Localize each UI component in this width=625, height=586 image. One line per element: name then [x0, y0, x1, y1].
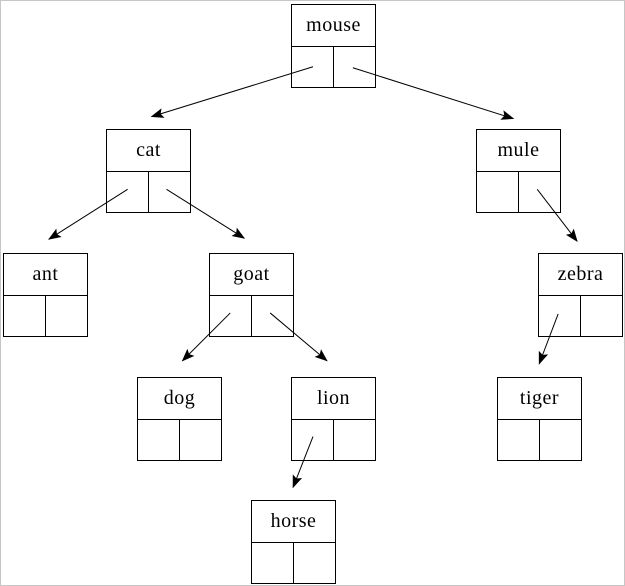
right-pointer-cell — [334, 47, 375, 87]
pointer-row — [107, 172, 190, 212]
tree-node-goat: goat — [209, 253, 294, 337]
tree-node-mule: mule — [476, 129, 561, 213]
node-label-tiger: tiger — [498, 378, 581, 420]
right-pointer-cell — [180, 420, 221, 460]
node-label-zebra: zebra — [539, 254, 622, 296]
left-pointer-cell — [138, 420, 180, 460]
right-pointer-cell — [334, 420, 375, 460]
node-label-lion: lion — [292, 378, 375, 420]
left-pointer-cell — [252, 543, 294, 583]
right-pointer-cell — [581, 296, 622, 336]
left-pointer-cell — [292, 47, 334, 87]
right-pointer-cell — [252, 296, 293, 336]
left-pointer-cell — [498, 420, 540, 460]
tree-node-horse: horse — [251, 500, 336, 584]
node-label-mouse: mouse — [292, 5, 375, 47]
right-pointer-cell — [294, 543, 335, 583]
tree-node-ant: ant — [3, 253, 88, 337]
left-pointer-cell — [210, 296, 252, 336]
pointer-row — [4, 296, 87, 336]
node-label-dog: dog — [138, 378, 221, 420]
tree-node-dog: dog — [137, 377, 222, 461]
node-label-cat: cat — [107, 130, 190, 172]
pointer-row — [292, 47, 375, 87]
tree-node-lion: lion — [291, 377, 376, 461]
right-pointer-cell — [519, 172, 560, 212]
left-pointer-cell — [539, 296, 581, 336]
pointer-row — [252, 543, 335, 583]
right-pointer-cell — [540, 420, 581, 460]
left-pointer-cell — [292, 420, 334, 460]
node-label-goat: goat — [210, 254, 293, 296]
node-label-horse: horse — [252, 501, 335, 543]
node-label-ant: ant — [4, 254, 87, 296]
pointer-row — [138, 420, 221, 460]
pointer-row — [477, 172, 560, 212]
tree-node-cat: cat — [106, 129, 191, 213]
node-label-mule: mule — [477, 130, 560, 172]
pointer-row — [498, 420, 581, 460]
right-pointer-cell — [46, 296, 87, 336]
right-pointer-cell — [149, 172, 190, 212]
tree-node-zebra: zebra — [538, 253, 623, 337]
left-pointer-cell — [477, 172, 519, 212]
left-pointer-cell — [4, 296, 46, 336]
pointer-row — [210, 296, 293, 336]
left-pointer-cell — [107, 172, 149, 212]
pointer-row — [539, 296, 622, 336]
tree-node-tiger: tiger — [497, 377, 582, 461]
tree-node-mouse: mouse — [291, 4, 376, 88]
pointer-row — [292, 420, 375, 460]
